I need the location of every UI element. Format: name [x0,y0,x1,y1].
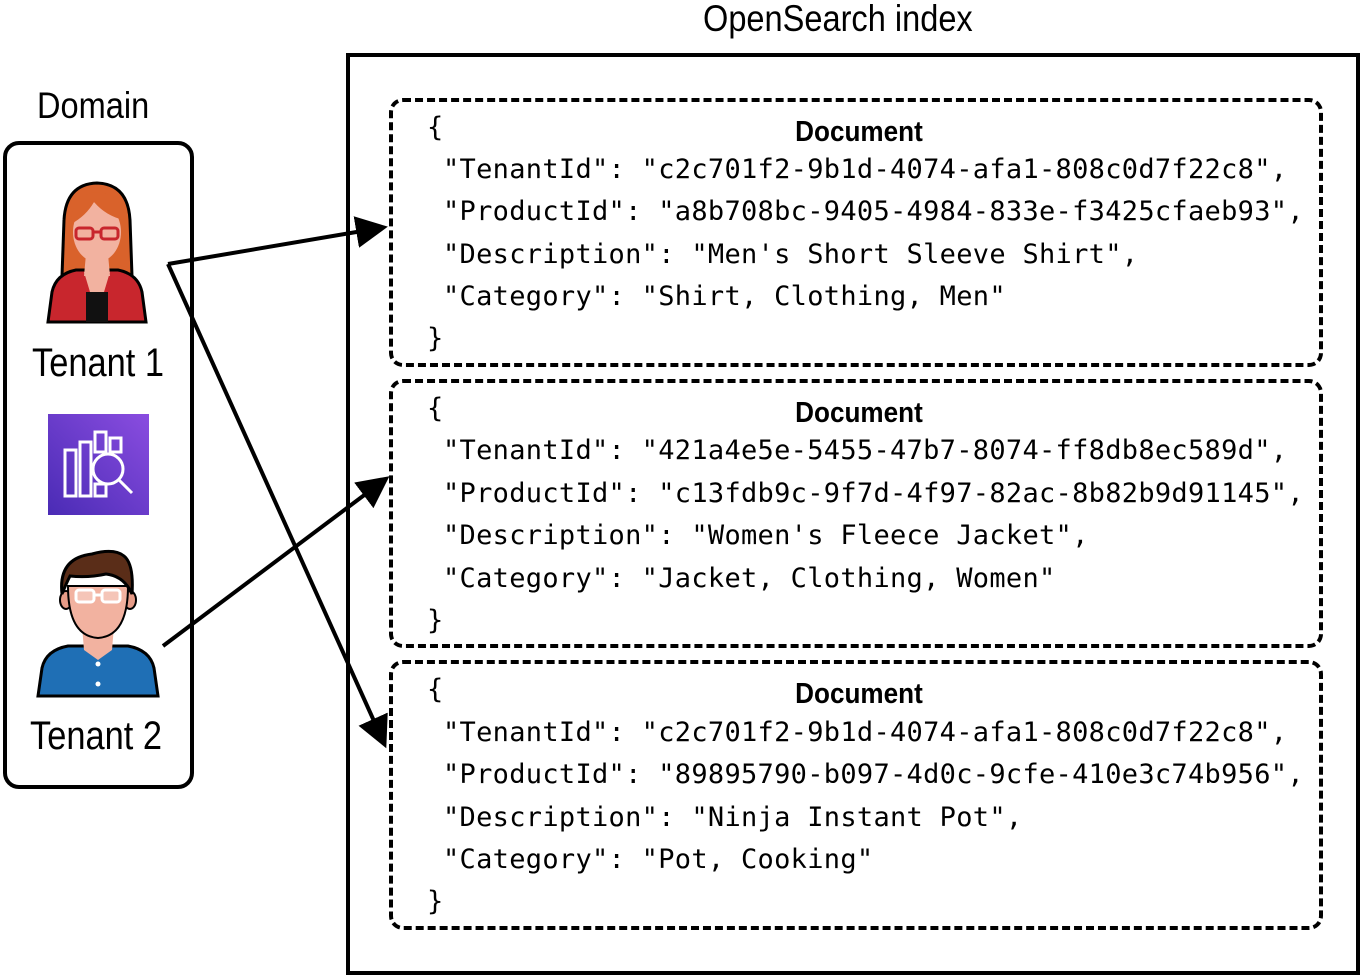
product-id-line: "ProductId": "89895790-b097-4d0c-9cfe-41… [443,759,1304,790]
open-brace: { [427,112,444,143]
opensearch-service-icon [48,414,149,515]
tenant1-label: Tenant 1 [32,341,164,385]
category-line: "Category": "Shirt, Clothing, Men" [443,281,1006,312]
product-id-line: "ProductId": "a8b708bc-9405-4984-833e-f3… [443,196,1304,227]
close-brace: } [427,886,444,917]
product-id-line: "ProductId": "c13fdb9c-9f7d-4f97-82ac-8b… [443,478,1304,509]
description-line: "Description": "Ninja Instant Pot", [443,802,1023,833]
domain-title: Domain [37,85,150,126]
open-brace: { [427,393,444,424]
close-brace: } [427,323,444,354]
tenant2-avatar-icon [36,549,160,698]
tenant-id-line: "TenantId": "c2c701f2-9b1d-4074-afa1-808… [443,154,1288,185]
description-line: "Description": "Women's Fleece Jacket", [443,520,1089,551]
category-line: "Category": "Jacket, Clothing, Women" [443,563,1056,594]
description-line: "Description": "Men's Short Sleeve Shirt… [443,239,1139,270]
open-brace: { [427,674,444,705]
document-title: Document [795,397,923,429]
document-title: Document [795,116,923,148]
category-line: "Category": "Pot, Cooking" [443,844,874,875]
tenant-id-line: "TenantId": "421a4e5e-5455-47b7-8074-ff8… [443,435,1288,466]
tenant1-avatar-icon [46,181,148,324]
tenant2-label: Tenant 2 [30,714,162,758]
document-card: Document [389,98,1323,367]
document-card: Document [389,379,1323,648]
close-brace: } [427,605,444,636]
document-card: Document [389,660,1323,930]
tenant-id-line: "TenantId": "c2c701f2-9b1d-4074-afa1-808… [443,717,1288,748]
index-title: OpenSearch index [703,0,973,39]
document-title: Document [795,678,923,710]
